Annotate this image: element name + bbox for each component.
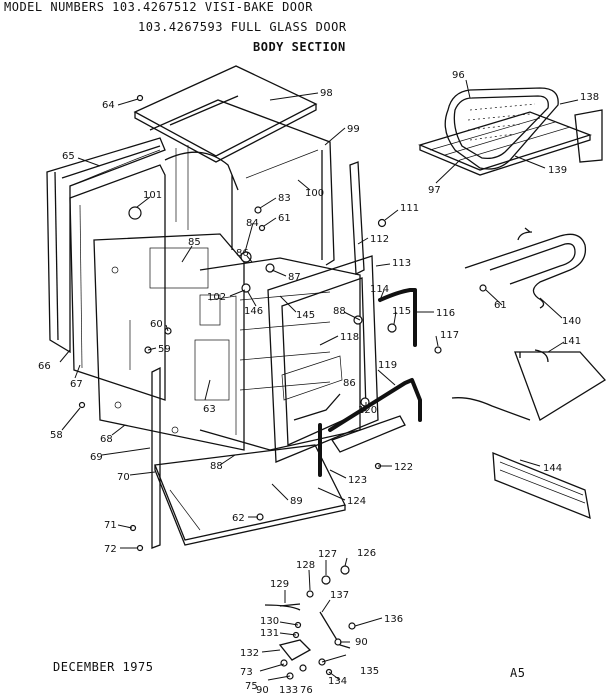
callout-119: 119: [378, 360, 397, 371]
callout-73: 73: [240, 667, 253, 678]
callout-130: 130: [260, 616, 279, 627]
callout-135: 135: [360, 666, 379, 677]
callout-114: 114: [370, 284, 389, 295]
door-hinge-bracket: [330, 415, 406, 453]
left-wall: [69, 164, 166, 401]
callout-69: 69: [90, 452, 103, 463]
callout-63: 63: [203, 404, 216, 415]
callout-97: 97: [428, 185, 441, 196]
callout-131: 131: [260, 628, 279, 639]
callout-101: 101: [143, 190, 162, 201]
callout-134: 134: [328, 676, 347, 687]
model-numbers-line-2: 103.4267593 FULL GLASS DOOR: [138, 20, 347, 34]
callout-124: 124: [347, 496, 366, 507]
callout-133: 133: [279, 685, 298, 696]
callout-99: 99: [347, 124, 360, 135]
callout-70: 70: [117, 472, 130, 483]
callout-137: 137: [330, 590, 349, 601]
callout-87: 87: [288, 272, 301, 283]
callout-139: 139: [548, 165, 567, 176]
callout-144: 144: [543, 463, 562, 474]
callout-88a: 88: [333, 306, 346, 317]
left-strip: [151, 366, 161, 549]
callout-127: 127: [318, 549, 337, 560]
footer-page: A5: [510, 666, 526, 680]
callout-65: 65: [62, 151, 75, 162]
callout-100: 100: [305, 188, 324, 199]
callout-115: 115: [392, 306, 411, 317]
right-trim-strip: [349, 161, 365, 276]
callout-120: 120: [358, 405, 377, 416]
callout-85: 85: [188, 237, 201, 248]
callout-67: 67: [70, 379, 83, 390]
callout-102: 102: [207, 292, 226, 303]
callout-61b: 61: [494, 300, 507, 311]
top-cover-panel: [133, 65, 318, 163]
callout-128: 128: [296, 560, 315, 571]
callout-146: 146: [244, 306, 263, 317]
callout-136: 136: [384, 614, 403, 625]
callout-112: 112: [370, 234, 389, 245]
callout-89: 89: [290, 496, 303, 507]
callout-83: 83: [278, 193, 291, 204]
storage-drawer: [492, 452, 591, 520]
callout-58: 58: [50, 430, 63, 441]
callout-68: 68: [100, 434, 113, 445]
callout-113: 113: [392, 258, 411, 269]
callout-64: 64: [102, 100, 115, 111]
broiler-pan: [444, 87, 559, 170]
callout-90a: 90: [355, 637, 368, 648]
callout-90b: 90: [256, 685, 269, 696]
callout-138: 138: [580, 92, 599, 103]
oven-body-shell: [149, 95, 335, 266]
broil-element: [451, 349, 607, 421]
callout-96: 96: [452, 70, 465, 81]
left-side-panel: [46, 137, 166, 354]
callout-123: 123: [348, 475, 367, 486]
callout-labels: 64 98 99 65 101 83 100 61 84 85 86 87 11…: [38, 70, 599, 696]
bottom-tray: [154, 444, 346, 546]
callout-126: 126: [357, 548, 376, 559]
vent-tube: [378, 288, 417, 347]
callout-71: 71: [104, 520, 117, 531]
callout-62: 62: [232, 513, 245, 524]
bake-element: [464, 227, 587, 309]
door-gasket-rod: [318, 378, 422, 477]
callout-145: 145: [296, 310, 315, 321]
callout-84: 84: [246, 218, 259, 229]
door-frame: [267, 255, 379, 463]
callout-61: 61: [278, 213, 291, 224]
callout-72: 72: [104, 544, 117, 555]
callout-86b: 86: [343, 378, 356, 389]
callout-122: 122: [394, 462, 413, 473]
callout-140: 140: [562, 316, 581, 327]
footer-date: DECEMBER 1975: [53, 660, 154, 674]
pan-perforations: [467, 103, 536, 141]
callout-141: 141: [562, 336, 581, 347]
callout-129: 129: [270, 579, 289, 590]
callout-118: 118: [340, 332, 359, 343]
callout-86: 86: [236, 248, 249, 259]
callout-60: 60: [150, 319, 163, 330]
leader-lines: [59, 79, 579, 681]
callout-66: 66: [38, 361, 51, 372]
callout-132: 132: [240, 648, 259, 659]
callout-88b: 88: [210, 461, 223, 472]
callout-117: 117: [440, 330, 459, 341]
callout-98: 98: [320, 88, 333, 99]
model-numbers-line: MODEL NUMBERS 103.4267512 VISI-BAKE DOOR: [4, 0, 313, 14]
callout-59: 59: [158, 344, 171, 355]
callout-75: 75: [245, 681, 258, 692]
callout-76: 76: [300, 685, 313, 696]
front-frame: [93, 233, 245, 451]
callout-111: 111: [400, 203, 419, 214]
fastener-screws: [78, 94, 487, 552]
section-title: BODY SECTION: [253, 40, 346, 54]
callout-116: 116: [436, 308, 455, 319]
oven-rack: [418, 109, 603, 176]
oven-liner: [199, 257, 361, 451]
